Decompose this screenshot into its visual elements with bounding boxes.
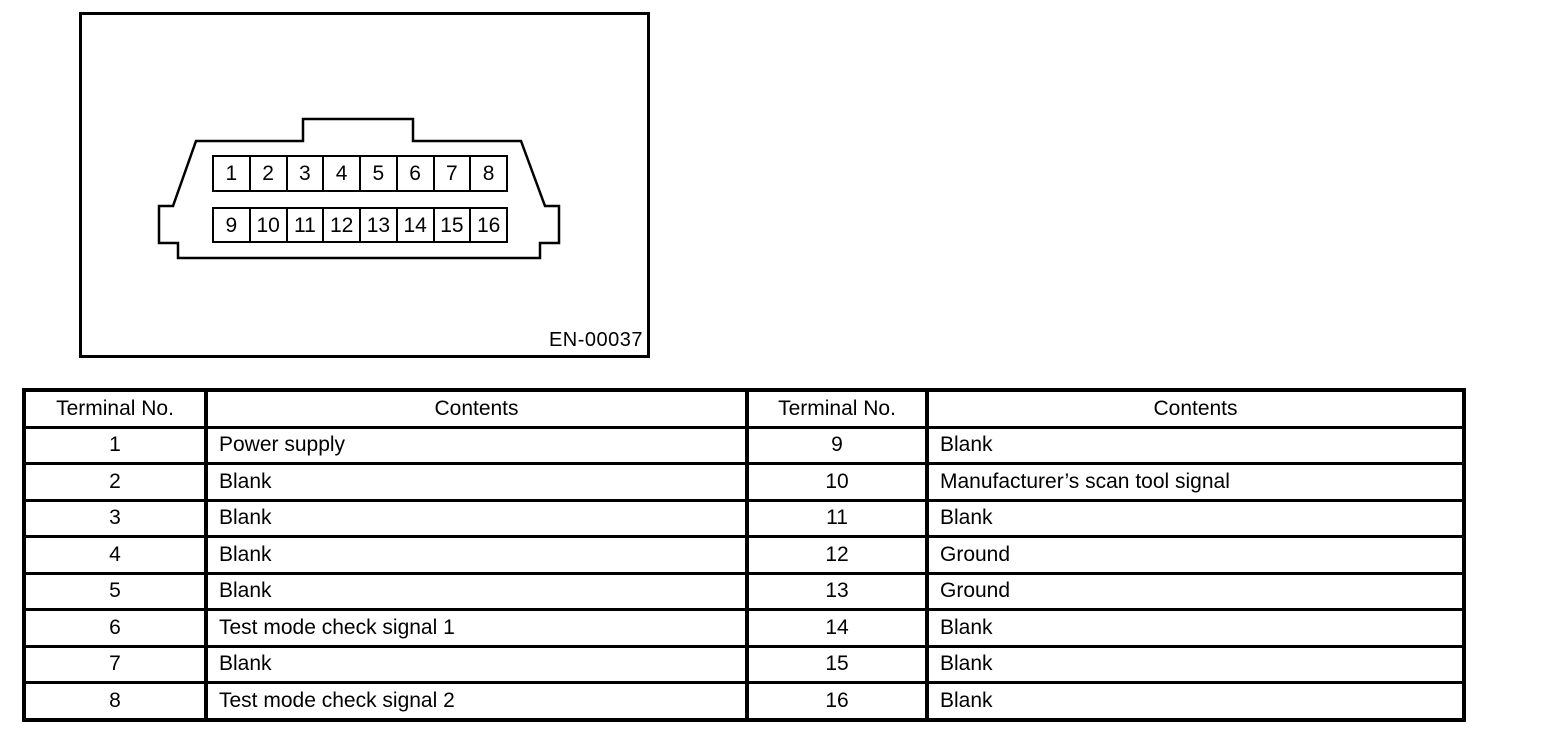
contents-cell: Test mode check signal 2 bbox=[204, 681, 749, 721]
terminal-no-cell: 12 bbox=[745, 535, 929, 575]
contents-cell: Blank bbox=[204, 462, 749, 502]
table-header-row: Terminal No. Contents Terminal No. Conte… bbox=[22, 388, 1466, 429]
pin-cell-6: 6 bbox=[398, 157, 435, 190]
contents-cell: Blank bbox=[204, 571, 749, 611]
contents-cell: Blank bbox=[925, 425, 1466, 465]
header-contents-right: Contents bbox=[925, 388, 1466, 429]
header-terminal-no-right: Terminal No. bbox=[745, 388, 929, 429]
pin-cell-8: 8 bbox=[482, 162, 495, 185]
contents-cell: Blank bbox=[925, 608, 1466, 648]
terminal-no-cell: 7 bbox=[22, 644, 208, 684]
contents-cell: Ground bbox=[925, 571, 1466, 611]
header-contents-left: Contents bbox=[204, 388, 749, 429]
pin-cell-7: 7 bbox=[435, 157, 472, 190]
terminal-no-cell: 6 bbox=[22, 608, 208, 648]
terminal-no-cell: 11 bbox=[745, 498, 929, 538]
contents-cell: Test mode check signal 1 bbox=[204, 608, 749, 648]
contents-cell: Blank bbox=[925, 644, 1466, 684]
terminal-no-cell: 1 bbox=[22, 425, 208, 465]
pin-cell-2: 2 bbox=[251, 157, 288, 190]
contents-cell: Blank bbox=[204, 535, 749, 575]
terminal-no-cell: 13 bbox=[745, 571, 929, 611]
pin-cell-12: 12 bbox=[324, 209, 361, 241]
terminal-no-cell: 3 bbox=[22, 498, 208, 538]
terminal-no-cell: 9 bbox=[745, 425, 929, 465]
terminal-no-cell: 8 bbox=[22, 681, 208, 721]
terminal-table: Terminal No. Contents Terminal No. Conte… bbox=[22, 388, 1466, 722]
terminal-no-cell: 15 bbox=[745, 644, 929, 684]
terminal-no-cell: 5 bbox=[22, 571, 208, 611]
header-terminal-no-left: Terminal No. bbox=[22, 388, 208, 429]
pin-cell-14: 14 bbox=[398, 209, 435, 241]
pin-cell-3: 3 bbox=[288, 157, 325, 190]
pin-cell-4: 4 bbox=[324, 157, 361, 190]
pin-cell-16: 16 bbox=[476, 213, 501, 237]
contents-cell: Blank bbox=[925, 681, 1466, 721]
contents-cell: Blank bbox=[204, 644, 749, 684]
pin-cell-13: 13 bbox=[361, 209, 398, 241]
terminal-no-cell: 14 bbox=[745, 608, 929, 648]
pin-cell-10: 10 bbox=[251, 209, 288, 241]
pin-cell-1: 1 bbox=[214, 157, 251, 190]
terminal-no-cell: 10 bbox=[745, 462, 929, 502]
contents-cell: Manufacturer’s scan tool signal bbox=[925, 462, 1466, 502]
pin-cell-11: 11 bbox=[288, 209, 325, 241]
contents-cell: Power supply bbox=[204, 425, 749, 465]
terminal-no-cell: 4 bbox=[22, 535, 208, 575]
pin-cell-5: 5 bbox=[361, 157, 398, 190]
contents-cell: Ground bbox=[925, 535, 1466, 575]
terminal-no-cell: 2 bbox=[22, 462, 208, 502]
contents-cell: Blank bbox=[204, 498, 749, 538]
figure-code-label: EN-00037 bbox=[548, 329, 643, 351]
pin-cell-9: 9 bbox=[214, 209, 251, 241]
pin-cell-15: 15 bbox=[435, 209, 472, 241]
terminal-no-cell: 16 bbox=[745, 681, 929, 721]
contents-cell: Blank bbox=[925, 498, 1466, 538]
